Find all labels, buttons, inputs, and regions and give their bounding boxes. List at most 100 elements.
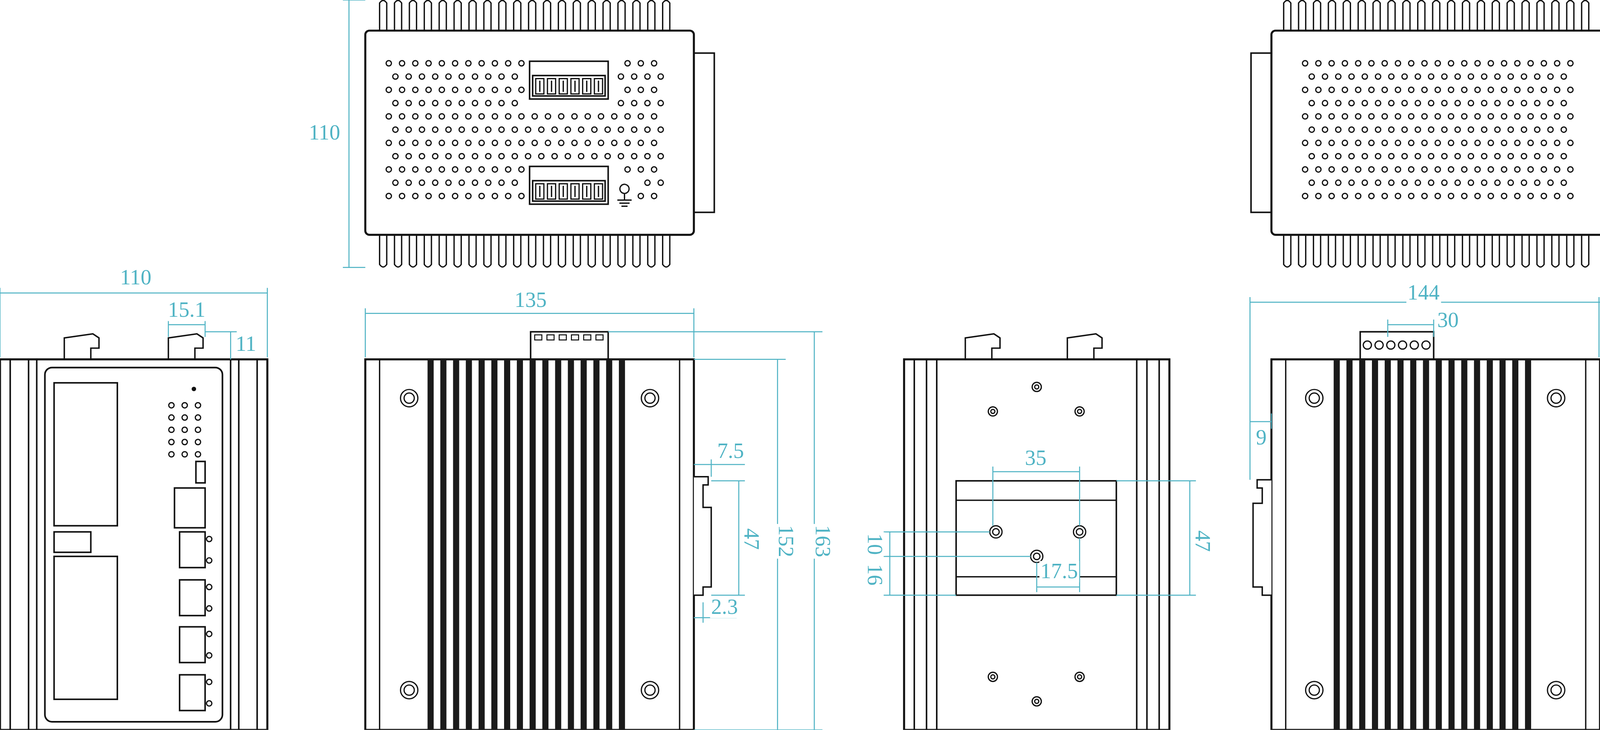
hole	[625, 60, 631, 67]
fin	[1492, 0, 1500, 33]
hole	[531, 113, 538, 119]
hole	[1382, 166, 1388, 173]
hole	[1448, 60, 1454, 67]
hole	[1508, 153, 1514, 159]
hole	[631, 126, 637, 133]
dimension-line	[711, 594, 745, 596]
hole	[432, 153, 439, 159]
heatsink-groove	[618, 359, 626, 730]
hole	[1348, 126, 1355, 133]
hole	[1342, 86, 1348, 93]
dimension-line	[1387, 319, 1388, 337]
outline-line	[1136, 359, 1138, 730]
dimension-line	[889, 531, 891, 595]
dimension-line	[1433, 319, 1434, 337]
hole	[1368, 86, 1375, 93]
hole	[518, 113, 525, 119]
fin	[588, 0, 596, 33]
dimension-line	[883, 531, 991, 532]
hole	[1375, 73, 1381, 80]
hole	[1362, 153, 1368, 159]
outline-rect	[582, 78, 592, 94]
outline-line	[1585, 359, 1587, 730]
heatsink-groove	[504, 359, 511, 730]
hole	[1335, 126, 1341, 133]
hole	[1031, 382, 1041, 392]
heatsink-groove	[427, 359, 434, 730]
hole	[1368, 113, 1375, 119]
hole	[505, 140, 511, 146]
hole	[195, 414, 201, 420]
dimension-line	[883, 555, 1031, 557]
hole	[1315, 60, 1322, 67]
fin	[1432, 0, 1440, 33]
hole	[1435, 60, 1441, 67]
dimension-line	[992, 466, 993, 526]
hole	[1408, 86, 1414, 93]
hole	[452, 140, 458, 146]
heatsink-groove	[1486, 359, 1493, 730]
fin	[1447, 232, 1455, 267]
hole	[545, 140, 551, 146]
hole	[638, 193, 644, 199]
outline-rect	[583, 334, 591, 340]
outline-rect	[595, 334, 603, 340]
outline-rect	[570, 183, 580, 199]
hole	[1355, 193, 1361, 199]
outline-line	[237, 359, 240, 730]
hole	[631, 153, 637, 159]
hole	[657, 180, 664, 186]
hole	[1415, 73, 1421, 80]
hole	[439, 166, 445, 173]
hole	[498, 180, 505, 186]
outline-line	[1158, 359, 1160, 730]
hole	[565, 153, 571, 159]
hole	[385, 140, 392, 146]
hole	[1421, 166, 1428, 173]
dimension-line	[711, 480, 745, 482]
outline-line	[598, 185, 600, 197]
outline-rect	[534, 334, 542, 340]
fin	[394, 0, 402, 33]
fin	[1462, 232, 1470, 267]
fin	[573, 232, 581, 267]
hole	[1435, 86, 1441, 93]
fin	[1507, 0, 1515, 33]
hole	[1342, 113, 1348, 119]
hole	[1375, 153, 1381, 159]
hole	[1527, 193, 1534, 199]
dimension-line	[1249, 296, 1251, 480]
hole	[458, 126, 465, 133]
heatsink-groove	[1371, 359, 1379, 730]
hole	[1474, 86, 1481, 93]
hole	[1508, 73, 1514, 80]
hole	[638, 140, 644, 146]
hole	[625, 166, 631, 173]
heatsink-groove	[1435, 359, 1442, 730]
fin	[1298, 232, 1306, 267]
hole	[1302, 193, 1308, 199]
hole	[1567, 140, 1573, 146]
fin	[409, 0, 417, 33]
hole	[591, 153, 598, 159]
heatsink-groove	[1474, 359, 1481, 730]
hole	[571, 140, 578, 146]
hole	[1368, 140, 1375, 146]
hole	[604, 153, 611, 159]
outline-line	[621, 205, 628, 207]
hole	[1075, 671, 1085, 681]
hole	[392, 126, 399, 133]
hole	[1328, 60, 1335, 67]
hole	[638, 60, 644, 67]
hole	[432, 73, 439, 80]
hole	[425, 60, 432, 67]
hole	[611, 140, 617, 146]
outline-line	[36, 359, 38, 730]
dimension-line	[1250, 420, 1272, 422]
dimension-line	[738, 480, 740, 596]
hole	[392, 153, 399, 159]
fin	[1402, 0, 1410, 33]
hole	[465, 113, 471, 119]
hole	[505, 60, 511, 67]
hole	[419, 180, 425, 186]
